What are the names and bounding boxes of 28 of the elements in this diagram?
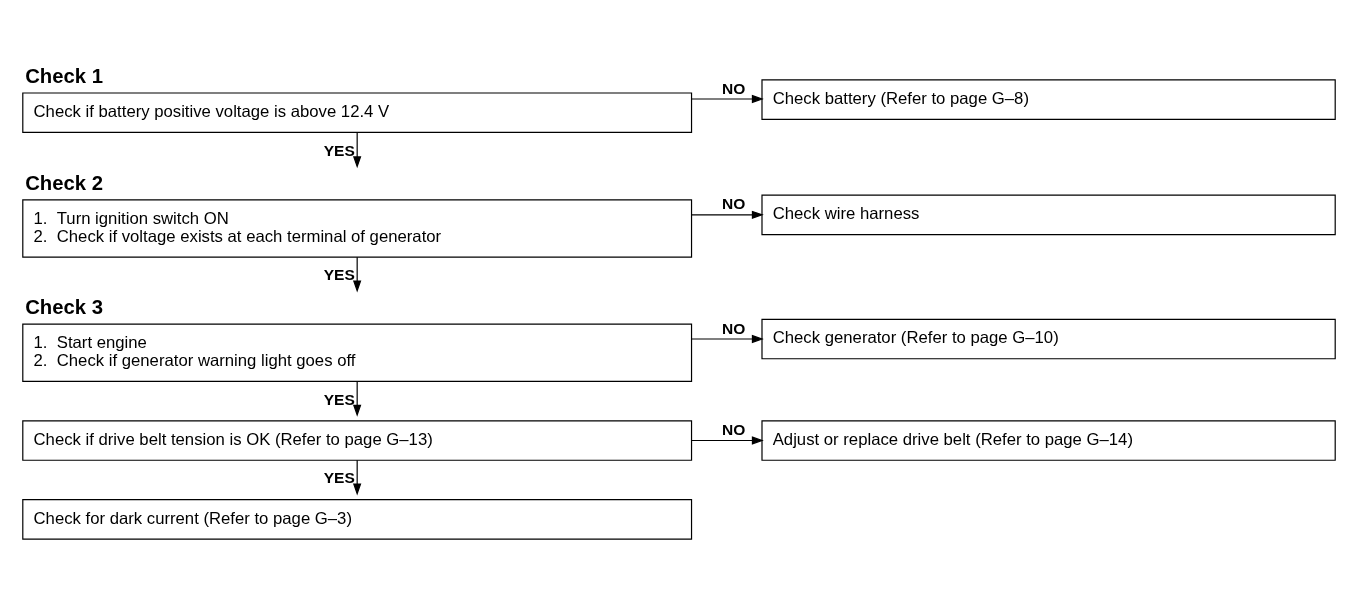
node-box: 1. Start engine 2. Check if generator warning light goes off	[22, 323, 693, 382]
arrow	[690, 94, 764, 104]
node-label: Check 2	[25, 171, 104, 194]
node-box: Check wire harness	[761, 194, 1336, 236]
node-box: Check if battery positive voltage is above 12.4 V	[22, 92, 693, 134]
arrow	[353, 131, 362, 169]
edge-label: NO	[721, 421, 746, 439]
arrow	[690, 334, 764, 344]
edge-label: NO	[721, 79, 746, 97]
edge-label: YES	[323, 469, 355, 487]
edge-label: YES	[323, 141, 355, 159]
node-label: Check 1	[25, 64, 104, 87]
node-label: Check 3	[25, 296, 104, 319]
node-box: Check battery (Refer to page G–8)	[761, 79, 1336, 120]
arrow	[353, 380, 362, 417]
arrow	[353, 459, 362, 496]
edge-label: NO	[721, 195, 746, 213]
arrow	[690, 210, 764, 219]
edge-label: NO	[721, 319, 746, 337]
node-box: Check for dark current (Refer to page G–3)	[22, 499, 693, 540]
edge-label: YES	[323, 266, 355, 284]
node-box: Check generator (Refer to page G–10)	[761, 318, 1336, 360]
edge-label: YES	[323, 390, 355, 408]
node-box: Adjust or replace drive belt (Refer to page G–14)	[761, 420, 1336, 461]
arrow	[353, 256, 362, 293]
node-box: 1. Turn ignition switch ON 2. Check if voltage exists at each terminal of generator	[22, 199, 693, 258]
arrow	[690, 436, 764, 445]
node-box: Check if drive belt tension is OK (Refer to page G–13)	[22, 420, 693, 461]
